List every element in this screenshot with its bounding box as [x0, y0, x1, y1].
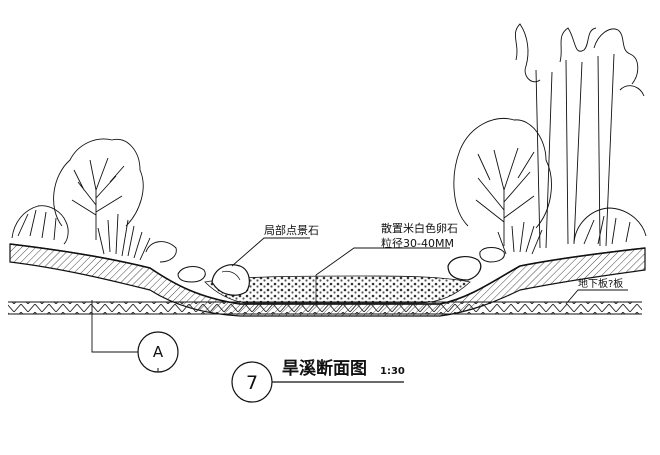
title-block: 7 旱溪断面图 1:30 [231, 358, 405, 403]
leader-lines [91, 237, 628, 353]
right-broadleaf-tree [453, 118, 552, 246]
section-marker-letter: A [153, 343, 164, 361]
rock-label: 局部点景石 [264, 223, 319, 237]
right-tall-trees [514, 23, 645, 249]
pebble-size-label: 粒径30-40MM [381, 236, 454, 250]
left-tree [53, 138, 144, 240]
pebble-label: 散置米白色卵石 [381, 221, 458, 235]
slab-label: 地下板?板 [578, 277, 623, 290]
title-scale: 1:30 [380, 366, 405, 377]
base-slab [8, 301, 642, 315]
feature-rocks [177, 247, 505, 296]
title-number: 7 [246, 372, 258, 394]
title-text: 旱溪断面图 [282, 358, 367, 379]
section-marker: A [137, 331, 179, 373]
right-shrubs [497, 207, 647, 255]
left-shrubs [11, 205, 177, 263]
